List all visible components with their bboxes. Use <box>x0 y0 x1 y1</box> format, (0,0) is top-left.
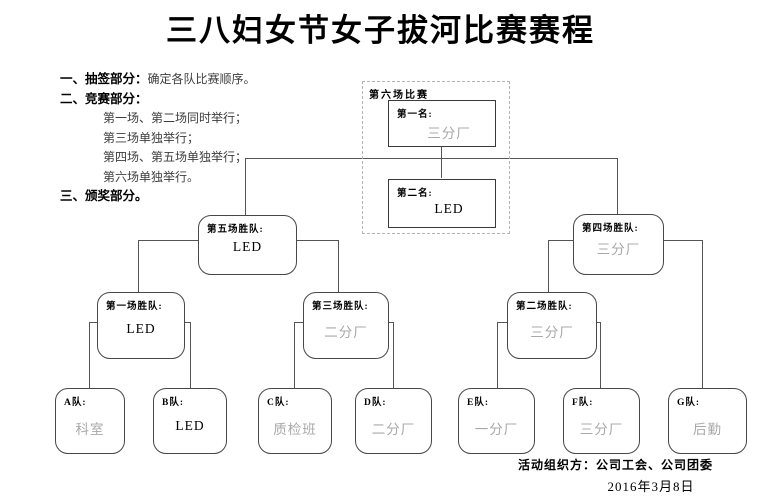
note-item-2: 二、竞赛部分： <box>60 91 148 106</box>
connector-line <box>295 240 338 241</box>
team-b-label: B队: <box>162 398 185 408</box>
team-d-label: D队: <box>364 398 387 408</box>
note-line: 第六场单独举行。 <box>103 169 200 184</box>
team-g-value: 后勤 <box>693 422 722 437</box>
team-box-a: A队: 科室 <box>55 388 125 454</box>
team-box-d: D队: 二分厂 <box>355 388 432 454</box>
team-e-value: 一分厂 <box>474 422 519 437</box>
final-match-label: 第六场比赛 <box>369 90 429 101</box>
second-place-value: LED <box>434 201 464 216</box>
connector-line <box>441 144 442 178</box>
connector-line <box>89 322 97 323</box>
team-box-c: C队: 质检班 <box>258 388 332 454</box>
note-item-3: 三、颁奖部分。 <box>60 189 148 203</box>
match3-winner-value: 二分厂 <box>324 325 368 340</box>
connector-line <box>497 322 498 388</box>
note-item-1: 一、抽签部分：确定各队比赛顺序。 <box>60 72 256 86</box>
match2-winner-box: 第二场胜队: 三分厂 <box>507 292 597 359</box>
first-place-value: 三分厂 <box>427 126 471 141</box>
connector-line <box>548 240 573 241</box>
second-place-label: 第二名: <box>397 189 433 199</box>
team-g-label: G队: <box>677 398 701 408</box>
match1-winner-label: 第一场胜队: <box>106 302 163 312</box>
team-d-value: 二分厂 <box>371 422 416 437</box>
connector-line <box>89 322 90 388</box>
connector-line <box>595 322 600 323</box>
connector-line <box>387 322 393 323</box>
team-box-e: E队: 一分厂 <box>458 388 535 454</box>
match4-winner-box: 第四场胜队: 三分厂 <box>573 214 664 275</box>
team-b-value: LED <box>175 418 205 433</box>
connector-line <box>138 240 139 292</box>
final-match-container: 第六场比赛 第一名: 三分厂 第二名: LED <box>362 81 510 234</box>
match5-winner-value: LED <box>232 239 263 254</box>
connector-line <box>190 322 191 388</box>
match5-winner-label: 第五场胜队: <box>207 225 264 235</box>
connector-line <box>393 322 394 388</box>
team-box-b: B队: LED <box>153 388 227 454</box>
note-line: 第一场、第二场同时举行； <box>103 111 248 125</box>
team-e-label: E队: <box>467 398 490 408</box>
organizer-line: 活动组织方：公司工会、公司团委 <box>518 456 750 473</box>
team-a-label: A队: <box>64 398 87 408</box>
connector-line <box>338 240 339 292</box>
notes-block: 一、抽签部分：确定各队比赛顺序。 二、竞赛部分： 第一场、第二场同时举行； 第三… <box>60 70 370 207</box>
connector-line <box>617 158 618 214</box>
connector-line <box>138 240 198 241</box>
team-box-f: F队: 三分厂 <box>563 388 640 454</box>
organizer-value: 公司工会、公司团委 <box>596 458 714 472</box>
team-box-g: G队: 后勤 <box>668 388 747 454</box>
footer-block: 活动组织方：公司工会、公司团委 2016年3月8日 <box>518 456 750 495</box>
match2-winner-value: 三分厂 <box>530 325 574 340</box>
connector-line <box>600 322 601 388</box>
first-place-box: 第一名: 三分厂 <box>388 100 496 147</box>
first-place-label: 第一名: <box>397 110 433 120</box>
connector-line <box>245 158 246 215</box>
team-c-label: C队: <box>267 398 290 408</box>
match3-winner-box: 第三场胜队: 二分厂 <box>303 292 389 359</box>
match1-winner-box: 第一场胜队: LED <box>97 292 185 359</box>
connector-line <box>245 158 618 159</box>
note-line: 第三场单独举行； <box>103 130 200 145</box>
match3-winner-label: 第三场胜队: <box>312 302 369 312</box>
team-f-value: 三分厂 <box>579 422 624 437</box>
connector-line <box>183 322 190 323</box>
connector-line <box>662 240 702 241</box>
team-f-label: F队: <box>572 398 594 408</box>
match4-winner-label: 第四场胜队: <box>582 224 639 234</box>
match1-winner-value: LED <box>126 321 156 336</box>
organizer-label: 活动组织方： <box>518 458 597 472</box>
team-a-value: 科室 <box>75 422 105 437</box>
page-title: 三八妇女节女子拔河比赛赛程 <box>166 13 595 48</box>
connector-line <box>702 240 703 388</box>
connector-line <box>294 322 295 388</box>
match5-winner-box: 第五场胜队: LED <box>198 215 297 275</box>
team-c-value: 质检班 <box>273 422 317 437</box>
connector-line <box>497 322 507 323</box>
connector-line <box>294 322 303 323</box>
match2-winner-label: 第二场胜队: <box>516 302 573 312</box>
second-place-box: 第二名: LED <box>388 179 496 228</box>
event-date: 2016年3月8日 <box>607 479 695 494</box>
match4-winner-value: 三分厂 <box>596 242 641 257</box>
note-line: 第四场、第五场单独举行； <box>103 150 248 164</box>
connector-line <box>548 240 549 292</box>
